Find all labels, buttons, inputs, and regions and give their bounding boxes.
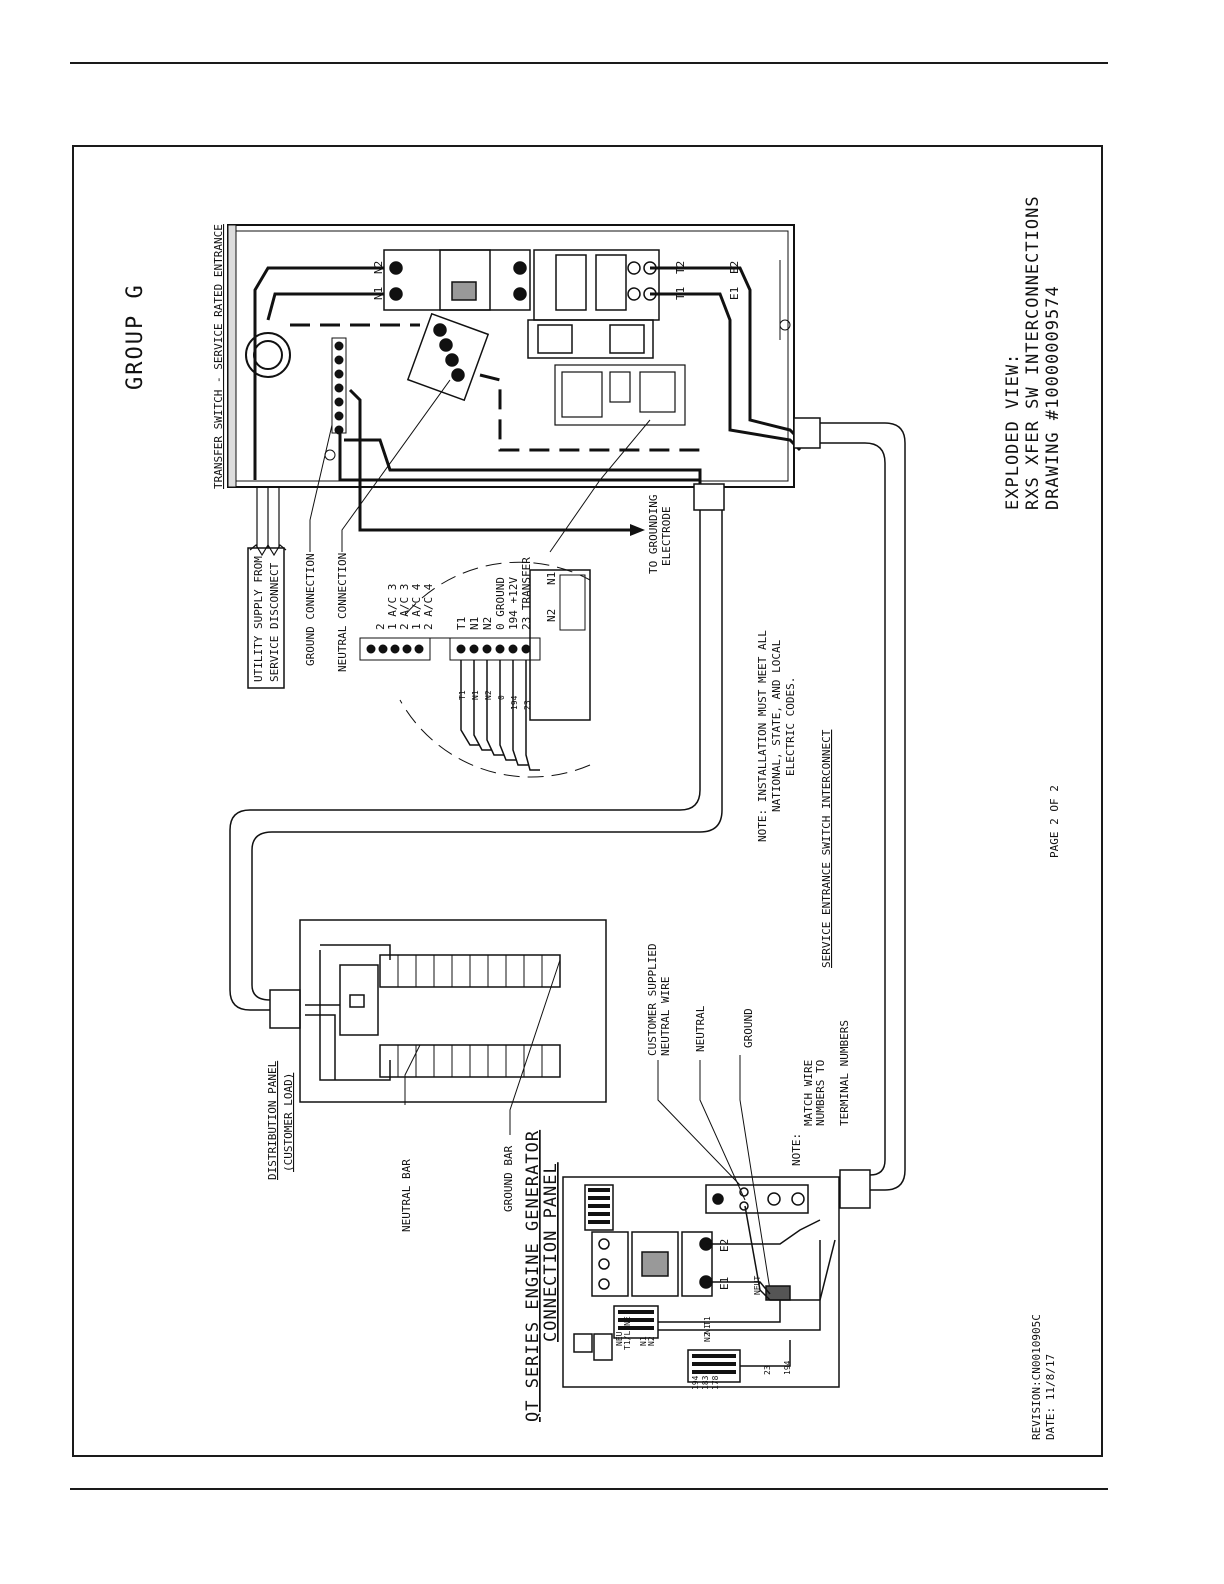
neutral-connection-label: NEUTRAL CONNECTION — [336, 553, 349, 672]
distribution-panel — [299, 919, 607, 1103]
gen-e2: E2 — [718, 1239, 731, 1252]
controller-board — [554, 364, 686, 426]
utility-breaker — [383, 249, 531, 311]
page-label: PAGE 2 OF 2 — [1048, 785, 1061, 858]
group-title: GROUP G — [123, 283, 148, 390]
tb-wire-1: N1 — [471, 690, 480, 700]
ground-connection-label: GROUND CONNECTION — [304, 553, 317, 666]
transfer-contactor — [527, 249, 660, 359]
breaker-rows — [397, 955, 543, 1077]
transfer-switch-title: TRANSFER SWITCH - SERVICE RATED ENTRANCE — [212, 224, 225, 489]
tb-wire-5: 23 — [523, 700, 532, 710]
gen-178: 178 — [711, 1375, 720, 1390]
gen-neut: NEUT — [753, 1276, 762, 1295]
tb-lower-3: 0 GROUND — [494, 577, 507, 630]
tb-lower-1: N1 — [468, 617, 481, 630]
note-match-line2: MATCH WIRE — [802, 1060, 815, 1126]
label-e2: E2 — [728, 261, 741, 274]
tb-wire-2: N2 — [484, 690, 493, 700]
distribution-panel-line2: (CUSTOMER LOAD) — [282, 1073, 295, 1172]
neutral-label: NEUTRAL — [694, 1005, 707, 1052]
utility-supply-line1: UTILITY SUPPLY FROM — [252, 556, 265, 682]
top-rule — [70, 62, 1108, 64]
conduit-fittings — [269, 417, 871, 1209]
gen-t1-line: T1/LINE — [623, 1316, 632, 1350]
bottom-rule — [70, 1488, 1108, 1490]
revision-label: REVISION:CN0010905C — [1030, 1314, 1043, 1440]
utility-supply-line2: SERVICE DISCONNECT — [268, 562, 281, 682]
note-match-line4: TERMINAL NUMBERS — [838, 1020, 851, 1126]
grounding-electrode-line2: ELECTRODE — [660, 506, 673, 566]
label-t2: T2 — [674, 261, 687, 274]
tb-lower-4: 194 +12V — [507, 577, 520, 630]
title-line3: DRAWING #10000009574 — [1043, 285, 1063, 510]
date-label: DATE: 11/8/17 — [1044, 1354, 1057, 1440]
tb-wire-3: 0 — [497, 695, 506, 700]
service-entrance-label: SERVICE ENTRANCE SWITCH INTERCONNECT — [820, 729, 833, 968]
switch-wiring — [253, 266, 802, 532]
utility-supply-box: UTILITY SUPPLY FROM SERVICE DISCONNECT — [247, 547, 285, 689]
leader-lines — [309, 379, 771, 1291]
customer-neutral-line2: NEUTRAL WIRE — [659, 977, 672, 1056]
tb-wire-4: 194 — [510, 695, 519, 710]
utility-supply-lines — [249, 487, 287, 557]
tb-n2: N2 — [545, 609, 558, 622]
transfer-switch-enclosure — [227, 224, 795, 488]
ground-symbol — [324, 449, 336, 461]
title-line1: EXPLODED VIEW: — [1003, 353, 1023, 510]
gen-n2: N2 — [703, 1332, 712, 1342]
gen-194: 194 — [691, 1375, 700, 1390]
label-e1: E1 — [728, 287, 741, 300]
gen-183: 183 — [701, 1375, 710, 1390]
conduit-lines — [229, 422, 906, 1191]
label-n2: N2 — [372, 261, 385, 274]
note-install-line3: ELECTRIC CODES. — [784, 677, 797, 776]
title-line2: RXS XFER SW INTERCONNECTIONS — [1023, 195, 1043, 510]
label-n1: N1 — [372, 287, 385, 300]
drawing-frame — [72, 145, 1103, 1457]
gen-t1: T1 — [703, 1316, 712, 1326]
gen-23: 23 — [763, 1365, 772, 1375]
generator-panel-terminals — [588, 1188, 736, 1374]
gen-e1: E1 — [718, 1277, 731, 1290]
tb-lower-2: N2 — [481, 617, 494, 630]
neutral-bar-switch — [406, 312, 490, 402]
tb-upper-4: 2 A/C 4 — [422, 583, 435, 630]
distribution-panel-line1: DISTRIBUTION PANEL — [266, 1060, 279, 1180]
ground-bar-switch — [331, 337, 347, 435]
grounding-arrow — [630, 524, 645, 536]
customer-neutral-line1: CUSTOMER SUPPLIED — [646, 943, 659, 1056]
grounding-electrode-line1: TO GROUNDING — [647, 495, 660, 574]
gen-n2b: N2 — [647, 1336, 656, 1346]
tb-n1: N1 — [545, 572, 558, 585]
note-install-line2: NATIONAL, STATE, AND LOCAL — [770, 639, 783, 812]
tb-upper-1: 1 A/C 3 — [386, 584, 399, 630]
gen-neu: NEU — [615, 1331, 624, 1346]
tb-upper-2: 2 A/C 3 — [398, 584, 411, 630]
note-match-line3: NUMBERS TO — [814, 1060, 827, 1126]
note-match-line1: NOTE: — [790, 1133, 803, 1166]
gen-194b: 194 — [783, 1360, 792, 1375]
label-t1: T1 — [674, 287, 687, 300]
tb-upper-3: 1 A/C 4 — [410, 583, 423, 630]
generator-connection-panel — [562, 1176, 840, 1388]
note-install-line1: NOTE: INSTALLATION MUST MEET ALL — [756, 630, 769, 842]
tb-lower-5: 23 TRANSFER — [520, 557, 533, 630]
neutral-bar-label: NEUTRAL BAR — [400, 1159, 413, 1232]
connection-panel-line1: QT SERIES ENGINE GENERATOR — [523, 1130, 543, 1422]
ground-bar-label: GROUND BAR — [502, 1145, 515, 1212]
tb-wire-0: T1 — [458, 690, 467, 700]
terminal-magnifier — [359, 561, 591, 778]
tb-upper-0: 2 — [374, 623, 387, 630]
ground-label: GROUND — [742, 1008, 755, 1048]
gen-n1b: N1 — [639, 1336, 648, 1346]
tb-lower-0: T1 — [455, 617, 468, 630]
gen-n1: N1 — [703, 1324, 712, 1334]
connection-panel-line2: CONNECTION PANEL — [541, 1162, 561, 1342]
